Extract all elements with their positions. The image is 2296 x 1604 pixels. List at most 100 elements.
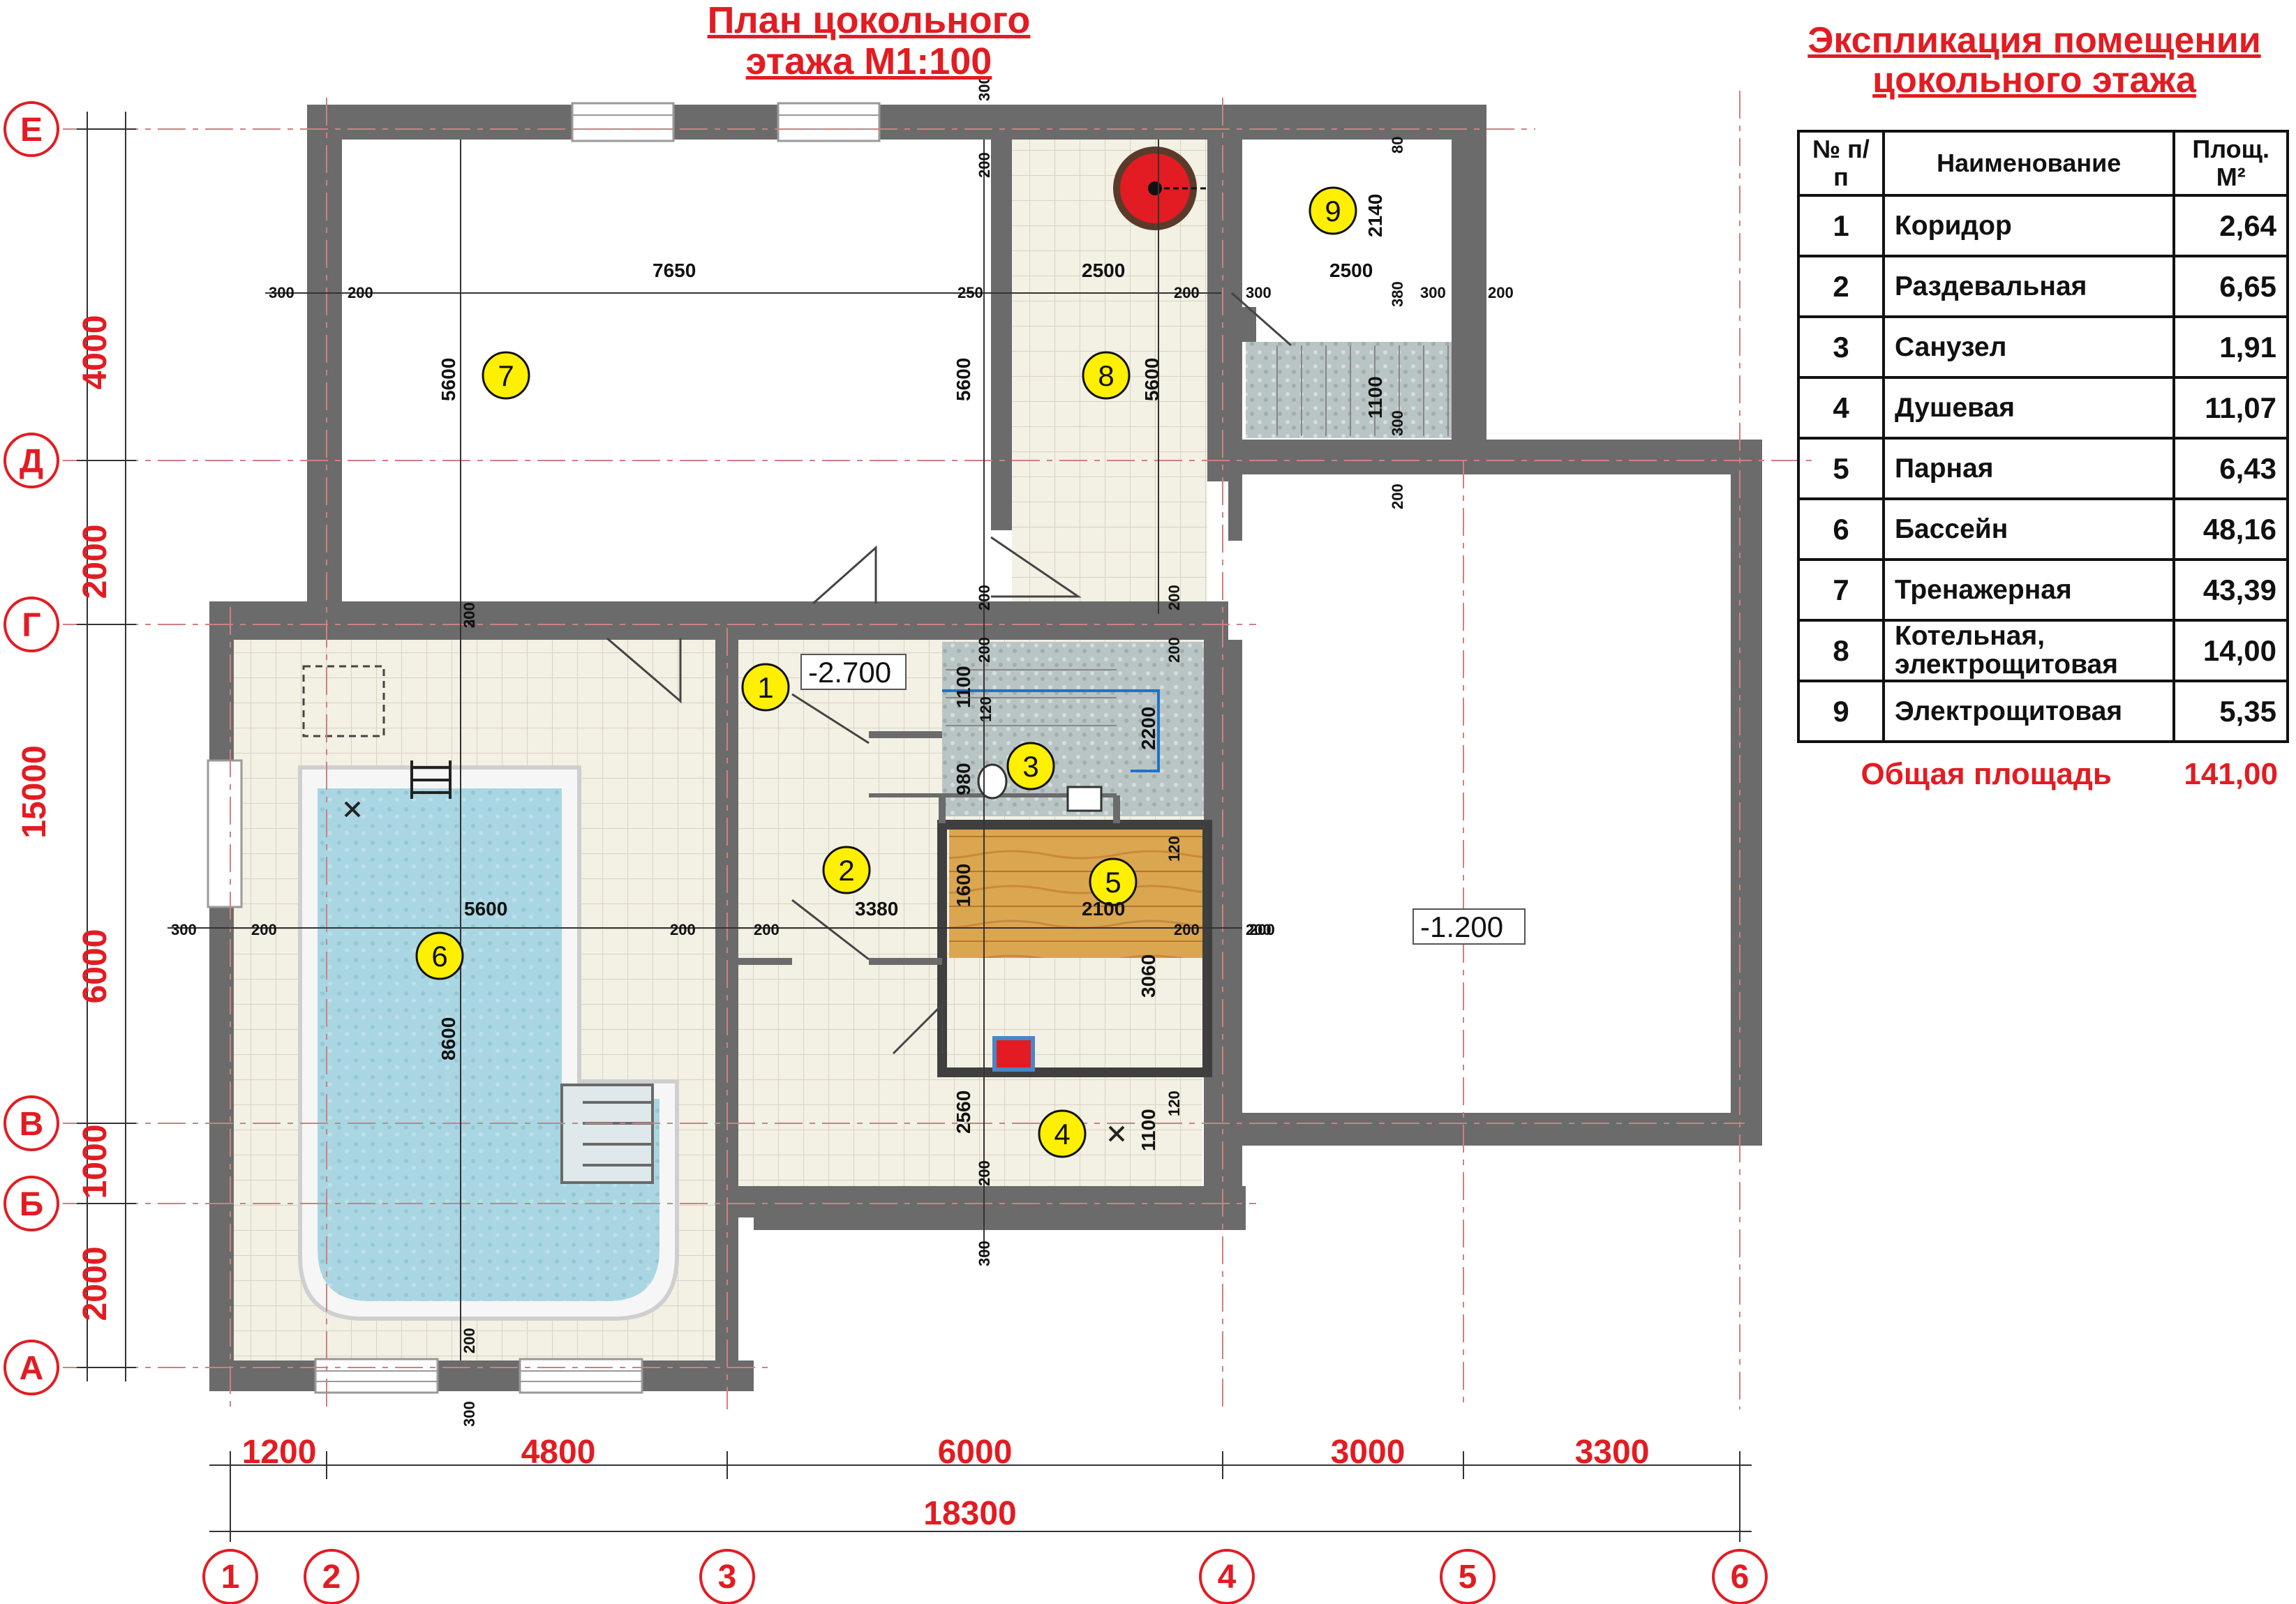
room-5-floor xyxy=(949,829,1204,958)
axis-marker-A: А xyxy=(3,1340,59,1395)
explication-title-line-1: Экспликация помещении xyxy=(1807,20,2261,61)
dim-980: 980 xyxy=(953,763,974,795)
inner-dim-lines xyxy=(167,140,1242,1361)
dim-left-1000: 1000 xyxy=(77,1125,114,1199)
explication-title-line-2: цокольного этажа xyxy=(1872,60,2196,101)
dim-200-left-top: 200 xyxy=(348,284,373,301)
row-num: 9 xyxy=(1797,680,1885,743)
axis-marker-G: Г xyxy=(3,597,59,652)
axis-label-4: 4 xyxy=(1218,1559,1237,1596)
axis-label-3: 3 xyxy=(718,1559,737,1596)
dim-left-2000: 2000 xyxy=(77,525,114,599)
dim-7650: 7650 xyxy=(653,260,696,281)
row-num: 8 xyxy=(1797,619,1885,682)
row-name: Бассейн xyxy=(1881,497,2176,561)
axis-label-B: Б xyxy=(20,1186,44,1223)
dim-2200: 2200 xyxy=(1138,707,1159,750)
row-name: Коридор xyxy=(1881,194,2176,257)
row-num: 5 xyxy=(1797,437,1885,500)
level-mark-box-1 xyxy=(800,654,907,690)
room-label-5: 5 xyxy=(1089,857,1138,906)
axis-label-V: В xyxy=(20,1106,44,1143)
axis-label-A: А xyxy=(20,1350,44,1387)
dim-200-garage: 200 xyxy=(1389,484,1406,509)
dim-2500-r9: 2500 xyxy=(1329,260,1373,281)
room-label-1: 1 xyxy=(741,663,790,712)
dim-200-ax3-b: 200 xyxy=(754,921,780,938)
dim-5600-r7-left: 5600 xyxy=(438,358,459,401)
row-num: 7 xyxy=(1797,558,1885,622)
dim-300-v-bottom-a: 300 xyxy=(976,1241,993,1266)
dim-1600: 1600 xyxy=(953,864,974,907)
dim-2140: 2140 xyxy=(1364,194,1386,237)
level-mark-box-2 xyxy=(1412,908,1526,945)
axis-marker-D: Д xyxy=(3,433,59,488)
room-label-8: 8 xyxy=(1082,351,1131,400)
dim-1100-landing: 1100 xyxy=(953,666,974,708)
windows xyxy=(207,102,881,1394)
dim-total: 18300 xyxy=(923,1495,1016,1532)
dim-200-v2: 200 xyxy=(976,585,993,610)
row-name: Электрощитовая xyxy=(1881,680,2176,743)
dim-300-v-bottom-b: 300 xyxy=(461,1401,478,1427)
axis-label-E: Е xyxy=(20,112,43,149)
row-name: Санузел xyxy=(1881,315,2176,379)
dim-120-a: 120 xyxy=(977,696,994,722)
header-name: Наименование xyxy=(1881,130,2176,197)
row-area: 48,16 xyxy=(2172,497,2289,561)
pool-ladder xyxy=(410,760,452,799)
room-label-2: 2 xyxy=(822,846,871,894)
dim-200-ax4-c: 200 xyxy=(1246,921,1272,938)
dim-3060: 3060 xyxy=(1138,954,1159,998)
explication-title: Экспликация помещении цокольного этажа xyxy=(1773,20,2296,101)
total-row: Общая площадь 141,00 xyxy=(1798,742,2288,806)
dim-380: 380 xyxy=(1389,281,1406,307)
dim-2500-r8: 2500 xyxy=(1082,260,1125,281)
window-lines xyxy=(315,114,879,1382)
dim-250: 250 xyxy=(957,284,983,301)
drain-icon xyxy=(344,801,1125,1142)
row-area: 14,00 xyxy=(2172,619,2289,682)
dim-200-v4: 200 xyxy=(976,637,993,663)
dim-1100-shower: 1100 xyxy=(1138,1109,1159,1151)
row-area: 43,39 xyxy=(2172,558,2289,622)
axis-marker-V: В xyxy=(3,1095,59,1151)
row-num: 2 xyxy=(1797,255,1885,318)
header-area: Площ. М² xyxy=(2172,130,2289,197)
axis-marker-6: 6 xyxy=(1712,1549,1768,1604)
level-mark-2: -1.200 xyxy=(1420,910,1503,943)
axis-marker-5: 5 xyxy=(1440,1549,1496,1604)
row-area: 5,35 xyxy=(2172,680,2289,743)
room-label-3: 3 xyxy=(1006,742,1055,790)
dim-8600: 8600 xyxy=(438,1017,459,1060)
pool-steps xyxy=(560,1084,654,1184)
dim-120-c: 120 xyxy=(1165,1090,1183,1116)
dim-1100-stair: 1100 xyxy=(1364,376,1386,419)
dim-bottom-4800: 4800 xyxy=(521,1434,596,1471)
dim-300-ax4: 300 xyxy=(1246,284,1272,301)
dim-300-ax4-b: 300 xyxy=(1420,284,1446,301)
dim-300-stair: 300 xyxy=(1389,410,1406,436)
row-area: 1,91 xyxy=(2172,315,2289,379)
total-label: Общая площадь xyxy=(1861,757,2112,791)
room-label-7: 7 xyxy=(482,351,530,400)
dim-3380: 3380 xyxy=(855,898,898,920)
axis-label-1: 1 xyxy=(221,1559,240,1596)
room-number-2: 2 xyxy=(838,854,854,887)
total-value: 141,00 xyxy=(2184,757,2278,791)
axis-label-6: 6 xyxy=(1731,1559,1750,1596)
stair-lines xyxy=(946,345,1449,726)
header-num: № п/п xyxy=(1797,130,1885,197)
dim-200-ax4-right: 200 xyxy=(1249,921,1275,938)
toilet-icon xyxy=(977,763,1008,800)
room-number-5: 5 xyxy=(1105,866,1121,899)
dim-200-ax4-mid: 200 xyxy=(1249,921,1275,938)
row-num: 6 xyxy=(1797,497,1885,561)
dim-2100: 2100 xyxy=(1082,898,1125,920)
walls xyxy=(209,105,1762,1391)
dim-300-left-top: 300 xyxy=(269,284,295,301)
